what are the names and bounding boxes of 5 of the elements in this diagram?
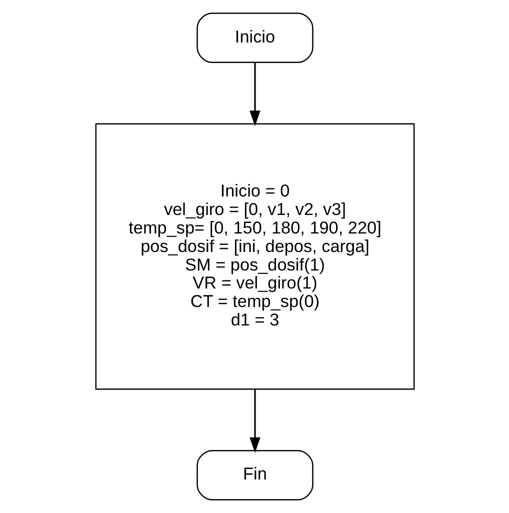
node-box: Fin — [196, 450, 313, 500]
node-box: Inicio = 0 vel_giro = [0, v1, v2, v3] temp_sp= [0, 150, 180, 190, 220] pos_dosif = [ini, depos, carga] SM = pos_dosif(1) VR = vel_giro(1) CT = temp_sp(0) d1 = 3 — [94, 123, 414, 390]
arrow — [249, 62, 260, 126]
node-box: Inicio — [196, 12, 313, 64]
arrow — [249, 389, 260, 453]
